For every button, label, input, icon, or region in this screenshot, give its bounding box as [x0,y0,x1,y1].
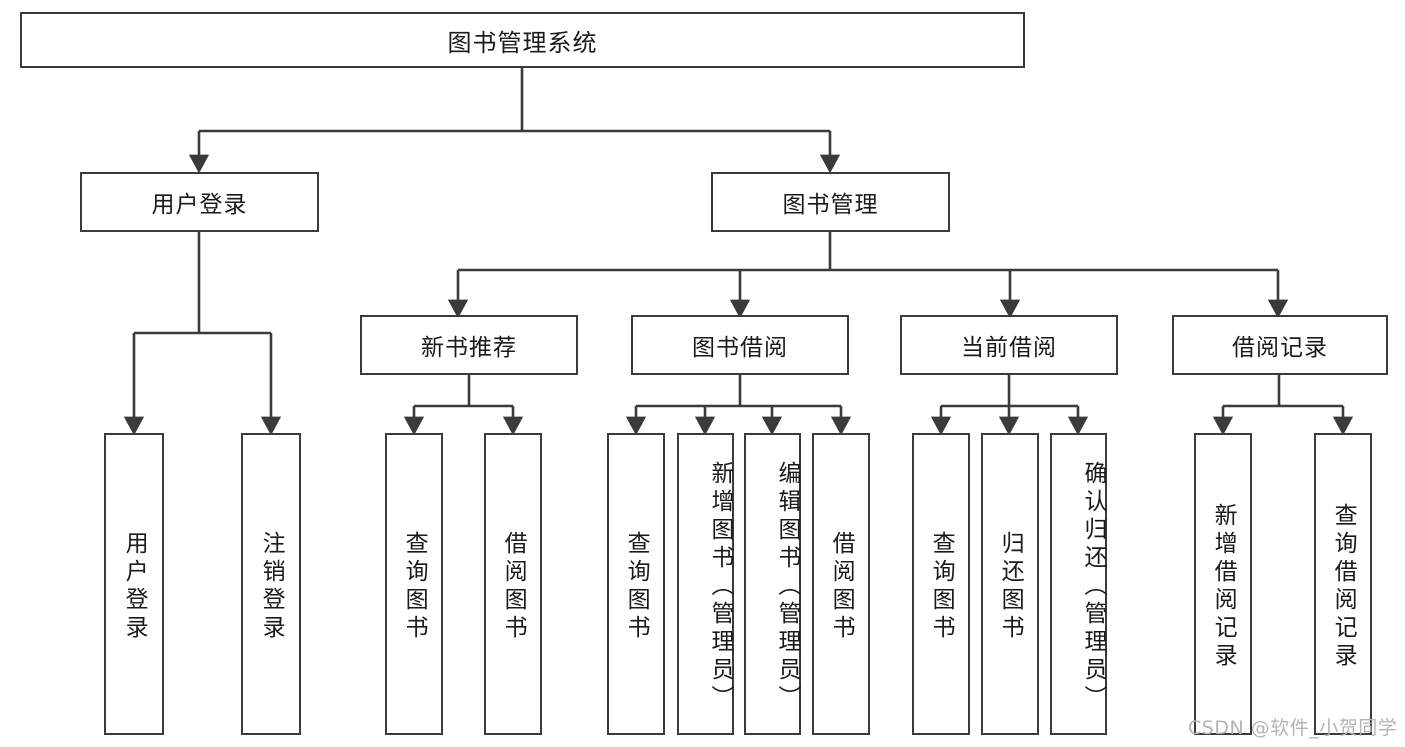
leaf-current-query-book[interactable]: 查询图书 [912,433,970,735]
leaf-user-login-login[interactable]: 用户登录 [104,433,164,735]
leaf-borrow-edit-book-admin[interactable]: 编辑图书（管理员） [744,433,801,735]
leaf-borrow-add-book-admin[interactable]: 新增图书（管理员） [677,433,734,735]
node-book-borrow[interactable]: 图书借阅 [631,315,849,375]
leaf-record-add-record[interactable]: 新增借阅记录 [1194,433,1252,735]
leaf-user-login-logout[interactable]: 注销登录 [241,433,301,735]
leaf-borrow-query-book[interactable]: 查询图书 [607,433,665,735]
leaf-current-return-book[interactable]: 归还图书 [981,433,1039,735]
leaf-current-confirm-return-admin[interactable]: 确认归还（管理员） [1050,433,1107,735]
node-new-book-recommend[interactable]: 新书推荐 [360,315,578,375]
node-root-system[interactable]: 图书管理系统 [20,12,1025,68]
leaf-borrow-borrow-book[interactable]: 借阅图书 [812,433,870,735]
leaf-record-query-record[interactable]: 查询借阅记录 [1314,433,1372,735]
node-user-login[interactable]: 用户登录 [80,172,319,232]
node-current-borrow[interactable]: 当前借阅 [900,315,1118,375]
node-book-management[interactable]: 图书管理 [711,172,950,232]
leaf-new-book-borrow[interactable]: 借阅图书 [484,433,542,735]
node-borrow-record[interactable]: 借阅记录 [1172,315,1388,375]
csdn-watermark: CSDN @软件_小贺同学 [1188,717,1398,739]
leaf-new-book-query[interactable]: 查询图书 [385,433,443,735]
